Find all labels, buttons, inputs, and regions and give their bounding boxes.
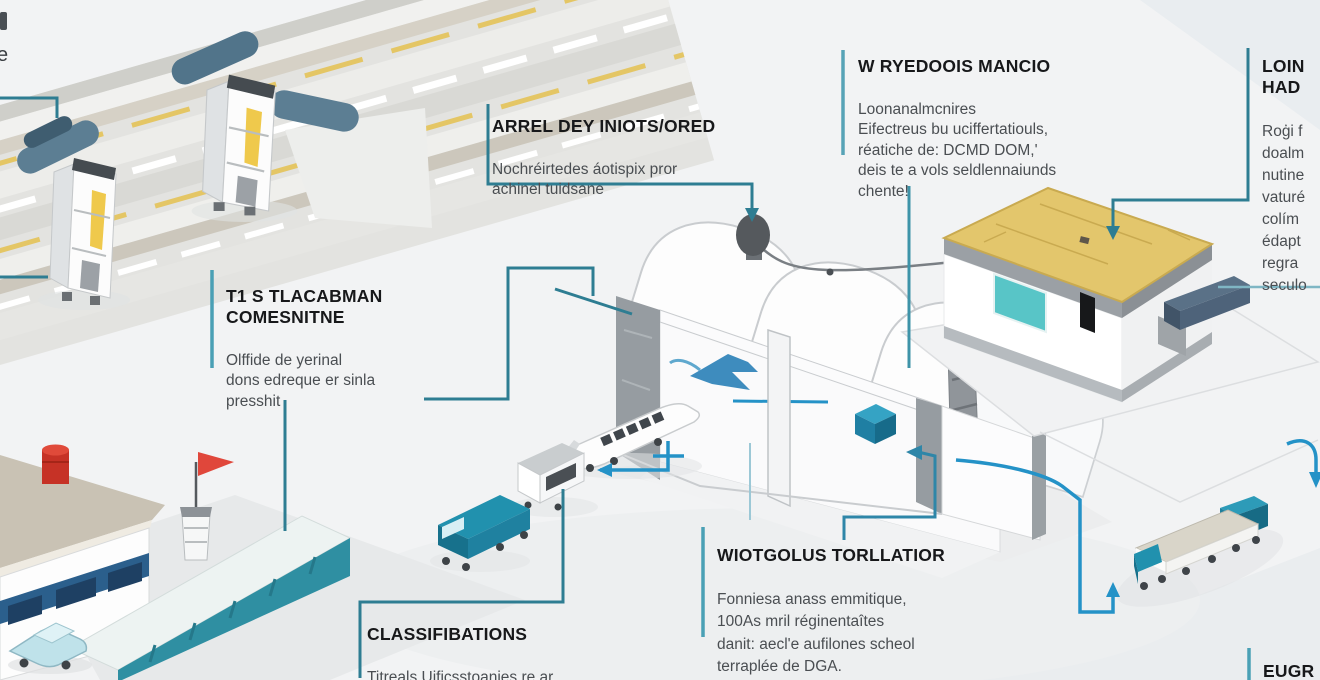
loading-dock-bench — [1158, 276, 1250, 356]
runway — [0, 0, 715, 436]
hangar-mid-pillar — [767, 328, 791, 508]
plus-marker — [600, 441, 684, 472]
annotation-eugr: EUGR MONT — [1263, 643, 1320, 680]
annotation-heading: T1 S TLACABMAN COMESNITNE — [226, 286, 383, 327]
flatbed-truck — [1116, 496, 1284, 607]
yellow-roof — [941, 186, 1215, 304]
annotation-heading: W RYEDOOIS MANCIO — [858, 56, 1051, 76]
wiotgolus-leader — [842, 450, 937, 540]
stray-letter: e — [0, 44, 9, 66]
annotation-heading: WIOTGOLUS TORLLATIOR — [717, 545, 945, 565]
classifibations-bracket — [358, 489, 565, 678]
edge-mark — [0, 12, 7, 30]
left-arrowhead — [597, 463, 612, 477]
annotation-heading: EUGR MONT — [1263, 661, 1315, 680]
annotation-heading: ARREL DEY INIOTS/ORED — [492, 116, 716, 136]
teal-van — [430, 495, 530, 572]
tlacabman-leader — [424, 266, 633, 401]
teal-warehouse — [68, 515, 352, 680]
truck-leader — [955, 458, 1115, 614]
fuselage-transport — [558, 403, 702, 479]
blue-crate — [855, 404, 896, 444]
hook-arrow — [1286, 439, 1318, 474]
down-arrowhead — [1106, 226, 1120, 240]
annotation-body: Titreals Uificsstoanies re ar spefabe au… — [367, 669, 554, 680]
car — [8, 622, 92, 674]
annotation-body: Olffide de yerinal dons edreque er sinla… — [226, 352, 376, 410]
teal-window — [993, 272, 1047, 334]
annotation-classifibations: CLASSIFIBATIONS Titreals Uificsstoanies … — [367, 606, 667, 680]
white-trailer — [510, 443, 598, 517]
robot-machine-left — [17, 116, 130, 310]
annotation-loin: LOIN HAD Roģi f doalm nutine vaturé colí… — [1262, 38, 1320, 315]
robot-machine-right — [171, 31, 359, 222]
annotation-body: Loonanalmcnires Eifectreus bu uciffertat… — [858, 101, 1057, 200]
annotation-wryedoois: W RYEDOOIS MANCIO Loonanalmcnires Eifect… — [858, 38, 1158, 220]
annotation-body: Nochréirtedes áotispix pror achinel tuid… — [492, 161, 678, 199]
jet-silhouette — [669, 354, 758, 390]
flag-tower — [180, 452, 234, 561]
annotation-body: Fonniesa anass emmitique, 100As mril rég… — [717, 591, 915, 676]
operations-building — [900, 186, 1320, 503]
left-arrowhead — [906, 445, 922, 460]
loin-leader — [1111, 48, 1250, 228]
annotation-heading: LOIN HAD — [1262, 56, 1305, 97]
up-arrowhead — [1106, 582, 1120, 597]
leader-lines — [0, 48, 1320, 680]
annotation-wiotgolus: WIOTGOLUS TORLLATIOR Fonniesa anass emmi… — [717, 527, 1027, 680]
arrel-leader — [486, 104, 754, 210]
down-arrowhead — [745, 208, 759, 222]
door — [1080, 292, 1095, 333]
down-arrowhead — [1309, 472, 1320, 488]
red-drum — [42, 444, 69, 484]
annotation-heading: CLASSIFIBATIONS — [367, 624, 528, 644]
runway-pad — [285, 108, 432, 228]
annotation-tlacabman: T1 S TLACABMAN COMESNITNE Olffide de yer… — [226, 268, 456, 430]
annotation-body: Roģi f doalm nutine vaturé colím édapt r… — [1262, 123, 1307, 294]
offscreen-left-bracket — [0, 96, 59, 279]
annotation-arrel: ARREL DEY INIOTS/ORED Nochréirtedes áoti… — [492, 98, 782, 219]
